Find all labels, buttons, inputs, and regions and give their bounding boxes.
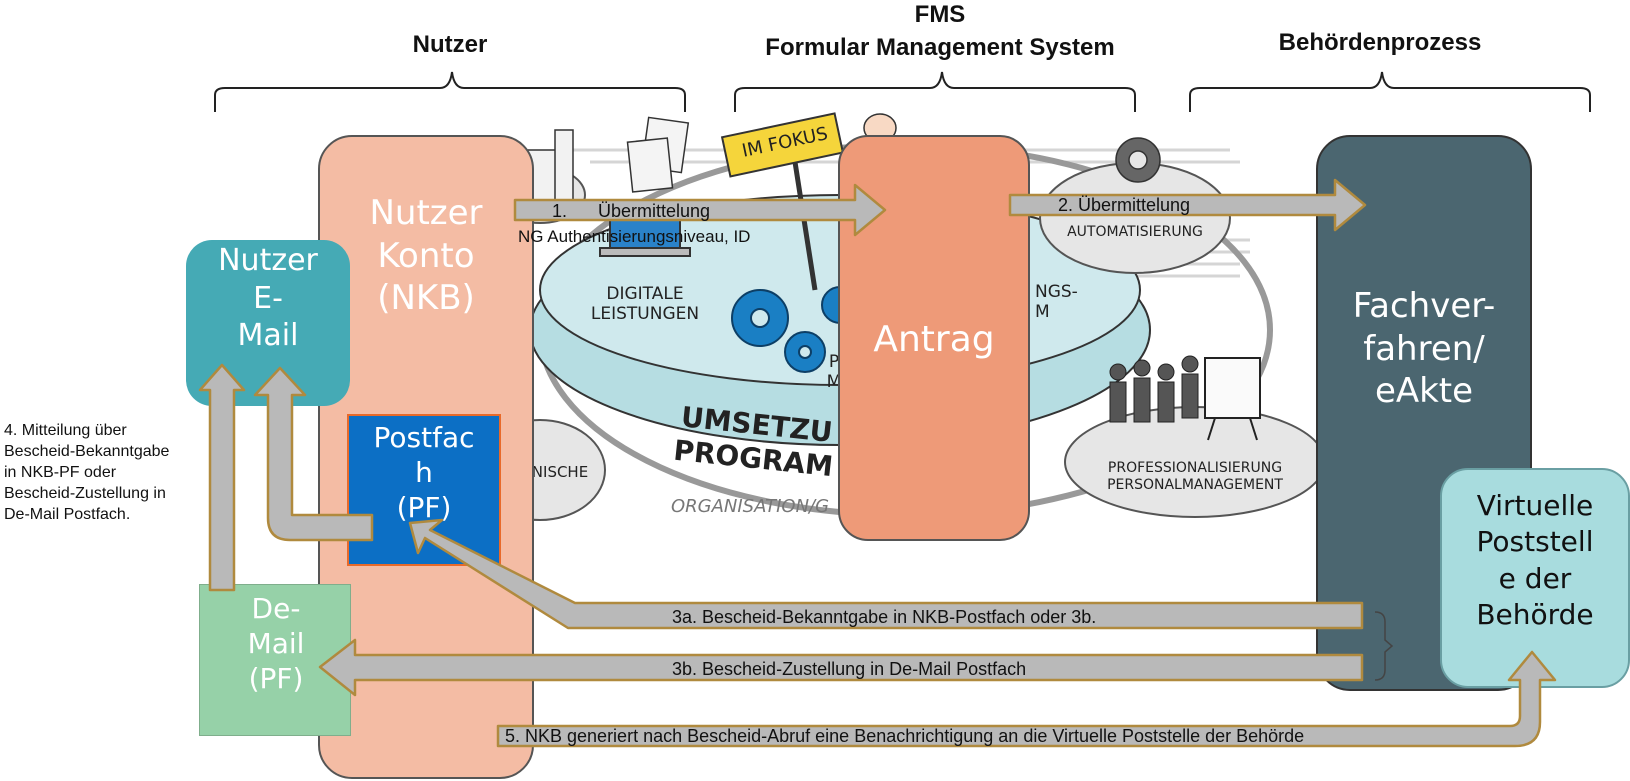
virtuelle-poststelle-box: Virtuelle Poststell e der Behörde	[1440, 468, 1630, 688]
arrow-5	[496, 650, 1557, 748]
demail-label: De- Mail (PF)	[247, 592, 305, 695]
header-nutzer: Nutzer	[412, 31, 488, 58]
sketch-nische: NISCHE	[531, 463, 589, 481]
arrow-3a	[408, 518, 1364, 630]
sign-board	[720, 112, 845, 178]
header-fms-long: Formular Management System	[765, 34, 1115, 61]
header-behoerdenprozess: Behördenprozess	[1278, 29, 1482, 56]
brace-fms	[734, 71, 1136, 112]
auth-text: NG Authentisierungsniveau, ID	[518, 227, 751, 246]
arrow-1-label: Übermittelung	[598, 201, 711, 221]
demail-box: De- Mail (PF)	[199, 584, 351, 736]
wrench-icon	[1115, 137, 1161, 183]
fachverfahren-label: Fachver- fahren/ eAkte	[1352, 286, 1496, 411]
arrow-1-number: 1.	[552, 201, 568, 221]
people-icon	[1109, 355, 1199, 423]
sketch-professionalisierung: PROFESSIONALISIERUNG PERSONALMANAGEMENT	[1107, 460, 1283, 493]
postfach-label: Postfac h (PF)	[373, 421, 475, 524]
arrow-1	[513, 183, 887, 237]
sketch-digitale-leistungen: DIGITALE LEISTUNGEN	[590, 284, 700, 325]
arrow-3a-label: 3a. Bescheid-Bekanntgabe in NKB-Postfach…	[672, 607, 1097, 627]
arrow-5-label: 5. NKB generiert nach Bescheid-Abruf ein…	[505, 726, 1305, 746]
header-fms-short: FMS	[914, 1, 966, 28]
sketch-organisation: ORGANISATION/G	[670, 496, 830, 517]
arrow-2-label: 2. Übermittelung	[1058, 195, 1191, 215]
sketch-p-m: P M	[826, 352, 842, 393]
side-note-4: 4. Mitteilung über Bescheid-Bekanntgabe …	[4, 422, 170, 523]
arrow-3b	[318, 638, 1364, 697]
brace-3	[1374, 611, 1394, 681]
brace-nutzer	[214, 71, 686, 112]
antrag-label: Antrag	[873, 319, 995, 360]
arrow-2	[1008, 178, 1367, 232]
arrow-4a	[198, 363, 246, 592]
nutzer-konto-label: Nutzer Konto (NKB)	[369, 193, 483, 318]
brace-behoerde	[1189, 71, 1591, 112]
arrow-4b	[253, 366, 374, 542]
sketch-automatisierung: AUTOMATISIERUNG	[1067, 224, 1203, 240]
nutzer-email-label: Nutzer E- Mail	[218, 243, 318, 353]
arrow-3b-label: 3b. Bescheid-Zustellung in De-Mail Postf…	[672, 659, 1027, 679]
virtuelle-poststelle-label: Virtuelle Poststell e der Behörde	[1476, 489, 1594, 632]
flipchart-icon	[1204, 357, 1261, 441]
papers-icon	[626, 116, 690, 193]
antrag-box: Antrag	[838, 135, 1030, 541]
sketch-ngs: NGS- M	[1035, 282, 1078, 323]
